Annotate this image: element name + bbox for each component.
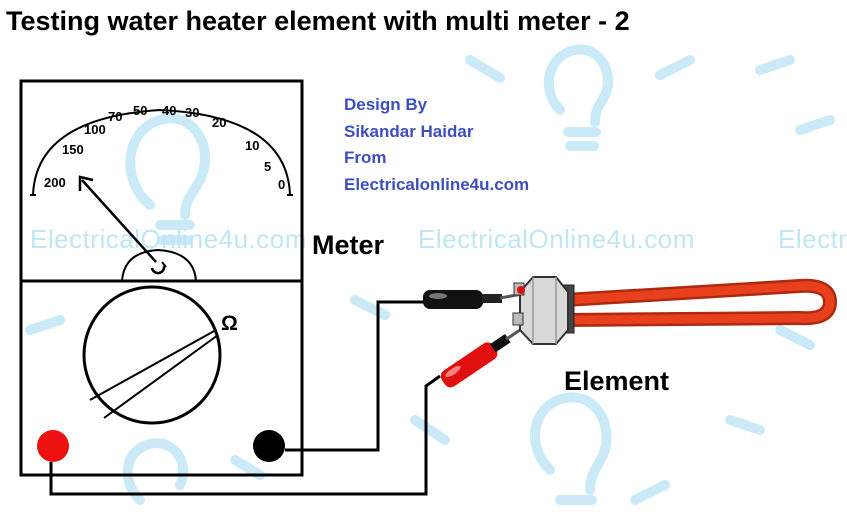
knob-pointer-line bbox=[103, 334, 219, 419]
scale-label: 200 bbox=[44, 175, 66, 190]
ohm-symbol: Ω bbox=[221, 312, 238, 335]
scale-label: 70 bbox=[108, 109, 122, 124]
heater-element bbox=[512, 276, 837, 345]
selector-knob[interactable] bbox=[82, 285, 222, 425]
meter-body bbox=[19, 79, 304, 477]
scale-label: 100 bbox=[84, 122, 106, 137]
meter-needle bbox=[81, 179, 157, 263]
page-title: Testing water heater element with multi … bbox=[6, 6, 630, 36]
watermark-left: ElectricalOnline4u.com bbox=[30, 224, 307, 254]
scale-label: 40 bbox=[162, 103, 176, 118]
scale-label: 5 bbox=[264, 159, 271, 174]
watermark-middle: ElectricalOnline4u.com bbox=[418, 224, 695, 254]
credit-website: Electricalonline4u.com bbox=[344, 174, 530, 194]
credit-author: Sikandar Haidar bbox=[344, 121, 474, 141]
red-probe[interactable] bbox=[438, 322, 527, 390]
black-probe[interactable] bbox=[423, 290, 523, 309]
red-lead-wire bbox=[49, 374, 441, 496]
credit-line: From bbox=[344, 148, 387, 168]
bulb-icon bbox=[530, 392, 612, 505]
bulb-icon bbox=[125, 113, 210, 245]
bulb-icon bbox=[543, 44, 614, 151]
zero-adjust-screw-icon[interactable] bbox=[150, 265, 166, 275]
scale-label: 30 bbox=[185, 105, 199, 120]
scale-label: 20 bbox=[212, 115, 226, 130]
credit-line: Design By bbox=[344, 95, 428, 114]
meter-label: Meter bbox=[312, 230, 385, 260]
bulb-icon bbox=[122, 438, 189, 505]
scale-label: 50 bbox=[133, 103, 147, 118]
dial-arc bbox=[32, 108, 291, 196]
red-terminal[interactable] bbox=[37, 430, 69, 462]
black-terminal[interactable] bbox=[253, 430, 285, 462]
watermark-right: Electr bbox=[778, 224, 847, 254]
credit-block: Design By Sikandar Haidar From Electrica… bbox=[344, 92, 529, 198]
black-lead-wire bbox=[285, 300, 425, 452]
needle-arrowhead bbox=[78, 175, 94, 191]
scale-label: 0 bbox=[278, 177, 285, 192]
element-label: Element bbox=[564, 366, 670, 396]
scale-label: 150 bbox=[62, 142, 84, 157]
knob-pointer-line bbox=[89, 329, 217, 401]
scale-label: 10 bbox=[245, 138, 259, 153]
zero-adjust-housing bbox=[121, 248, 197, 282]
